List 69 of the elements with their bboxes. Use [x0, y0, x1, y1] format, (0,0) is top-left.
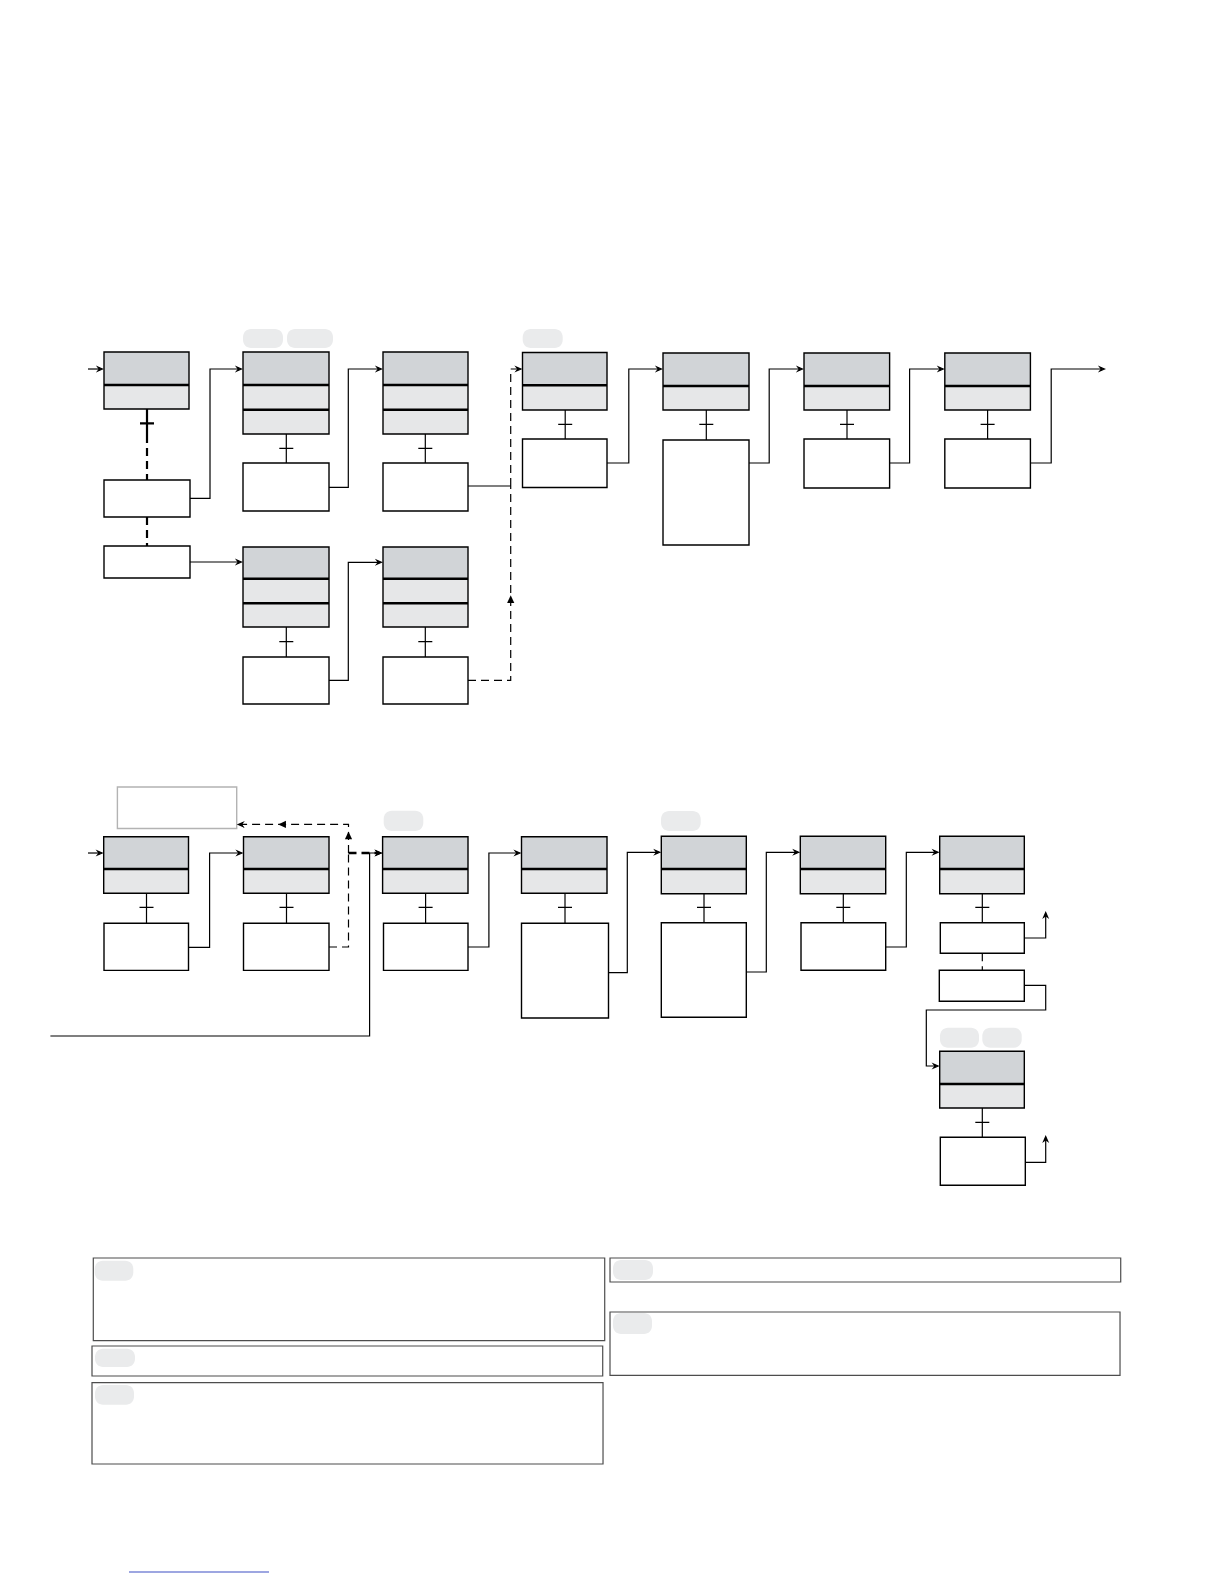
connector	[696, 893, 712, 924]
connector	[835, 893, 851, 924]
card	[103, 836, 190, 894]
connector	[278, 433, 294, 464]
empty-box	[520, 922, 610, 1019]
connector	[839, 409, 855, 440]
empty-box	[938, 969, 1025, 1002]
empty-box	[103, 922, 190, 972]
connector	[189, 365, 243, 499]
card	[381, 836, 469, 894]
connector	[557, 892, 573, 924]
empty-box	[944, 438, 1032, 489]
connector	[606, 365, 663, 464]
connector	[748, 365, 804, 464]
empty-box	[662, 439, 750, 546]
empty-box	[803, 438, 891, 489]
connector	[138, 892, 155, 924]
connector	[278, 626, 294, 658]
connector	[980, 409, 996, 440]
card	[803, 352, 891, 411]
empty-box	[242, 462, 330, 512]
card	[520, 836, 608, 894]
connector	[145, 517, 149, 546]
note-panel	[92, 1257, 606, 1342]
empty-box	[939, 1136, 1026, 1186]
connector	[328, 558, 383, 681]
empty-box	[242, 922, 330, 972]
empty-box	[382, 656, 469, 705]
empty-box	[800, 922, 887, 971]
card	[382, 546, 469, 628]
connector	[467, 485, 512, 487]
note-box	[116, 786, 238, 830]
connector	[328, 852, 350, 948]
card	[242, 546, 330, 628]
empty-box	[521, 438, 608, 489]
connector	[557, 409, 573, 440]
card	[939, 835, 1025, 895]
note-panel	[609, 1311, 1121, 1376]
empty-box	[103, 479, 191, 518]
card	[242, 351, 330, 435]
connector	[698, 409, 714, 441]
card	[242, 836, 330, 894]
note-panel	[91, 1345, 604, 1377]
card	[662, 352, 750, 411]
empty-box	[103, 545, 191, 579]
note-panel	[609, 1257, 1122, 1283]
connector	[974, 893, 990, 924]
empty-box	[382, 922, 469, 972]
empty-box	[660, 922, 747, 1018]
connector	[417, 433, 433, 464]
connector	[138, 407, 156, 482]
card	[944, 352, 1032, 411]
card	[799, 835, 887, 895]
empty-box	[382, 462, 469, 512]
connector	[328, 365, 383, 488]
card	[939, 1050, 1025, 1109]
empty-box	[939, 922, 1025, 954]
connector	[974, 1107, 990, 1138]
card	[382, 351, 469, 435]
card	[103, 351, 190, 410]
connector	[981, 952, 983, 971]
note-panel	[91, 1382, 604, 1465]
empty-box	[242, 656, 330, 705]
card	[521, 351, 608, 411]
card	[660, 835, 747, 895]
connector	[418, 892, 434, 924]
arrow	[1029, 365, 1106, 464]
connector	[278, 892, 295, 924]
connector	[417, 626, 433, 658]
